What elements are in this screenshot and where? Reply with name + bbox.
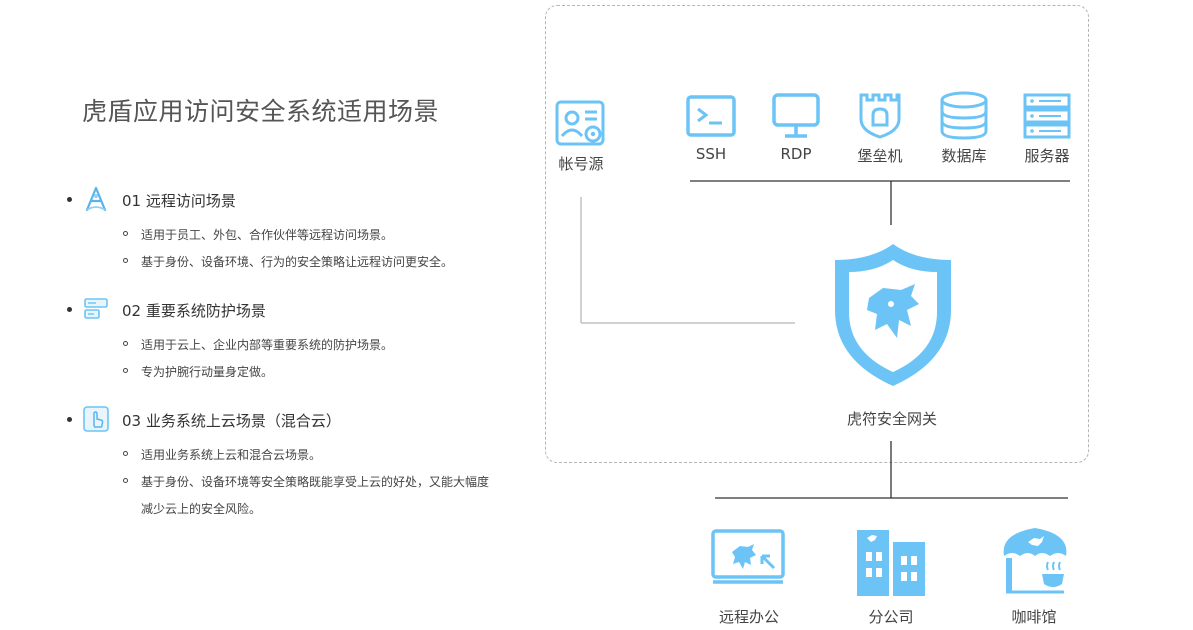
bullet — [67, 197, 72, 202]
sub-bullet — [123, 368, 128, 373]
rdp-monitor-icon — [772, 93, 820, 138]
cafe-icon — [1003, 528, 1067, 594]
scenario-item: 适用于员工、外包、合作伙伴等远程访问场景。 — [141, 228, 394, 242]
bullet — [67, 307, 72, 312]
sub-bullet — [123, 478, 128, 483]
sub-bullet — [123, 258, 128, 263]
resource-label-ssh: SSH — [695, 145, 727, 163]
scenario-item: 专为护腕行动量身定做。 — [141, 365, 274, 379]
resource-label-database: 数据库 — [941, 147, 987, 165]
scenario-item: 适用业务系统上云和混合云场景。 — [141, 448, 322, 462]
server-icon — [1023, 93, 1071, 139]
scenario-title-cloud: 03 业务系统上云场景（混合云） — [122, 412, 341, 430]
resource-label-server: 服务器 — [1024, 147, 1070, 165]
client-label-remote-office: 远程办公 — [718, 608, 779, 626]
system-protection-icon — [84, 298, 108, 319]
client-label-branch-office: 分公司 — [868, 608, 914, 626]
scenario-title-remote: 01 远程访问场景 — [122, 192, 236, 210]
scenario-item: 基于身份、设备环境等安全策略既能享受上云的好处，又能大幅度 — [141, 475, 490, 489]
database-icon — [940, 91, 988, 140]
account-source-icon — [555, 100, 605, 146]
gateway-label: 虎符安全网关 — [846, 410, 937, 428]
scenario-title-protection: 02 重要系统防护场景 — [122, 302, 266, 320]
scenario-item: 基于身份、设备环境、行为的安全策略让远程访问更安全。 — [141, 255, 454, 269]
security-gateway-shield-icon — [835, 244, 951, 386]
remote-access-icon — [85, 186, 107, 212]
protected-zone-border — [545, 5, 1089, 463]
account-source-label: 帐号源 — [558, 155, 604, 173]
sub-bullet — [123, 451, 128, 456]
ssh-terminal-icon — [686, 95, 736, 137]
sub-bullet — [123, 341, 128, 346]
cloud-migration-icon — [83, 406, 109, 432]
client-label-cafe: 咖啡馆 — [1011, 608, 1057, 626]
scenario-item: 减少云上的安全风险。 — [141, 502, 262, 516]
resource-label-rdp: RDP — [780, 145, 812, 163]
resource-label-bastion: 堡垒机 — [857, 147, 903, 165]
branch-office-building-icon — [857, 530, 925, 596]
scenario-item: 适用于云上、企业内部等重要系统的防护场景。 — [141, 338, 394, 352]
sub-bullet — [123, 231, 128, 236]
bastion-host-icon — [859, 93, 901, 139]
page-title: 虎盾应用访问安全系统适用场景 — [82, 97, 440, 126]
bullet — [67, 417, 72, 422]
remote-office-laptop-icon — [711, 529, 785, 584]
